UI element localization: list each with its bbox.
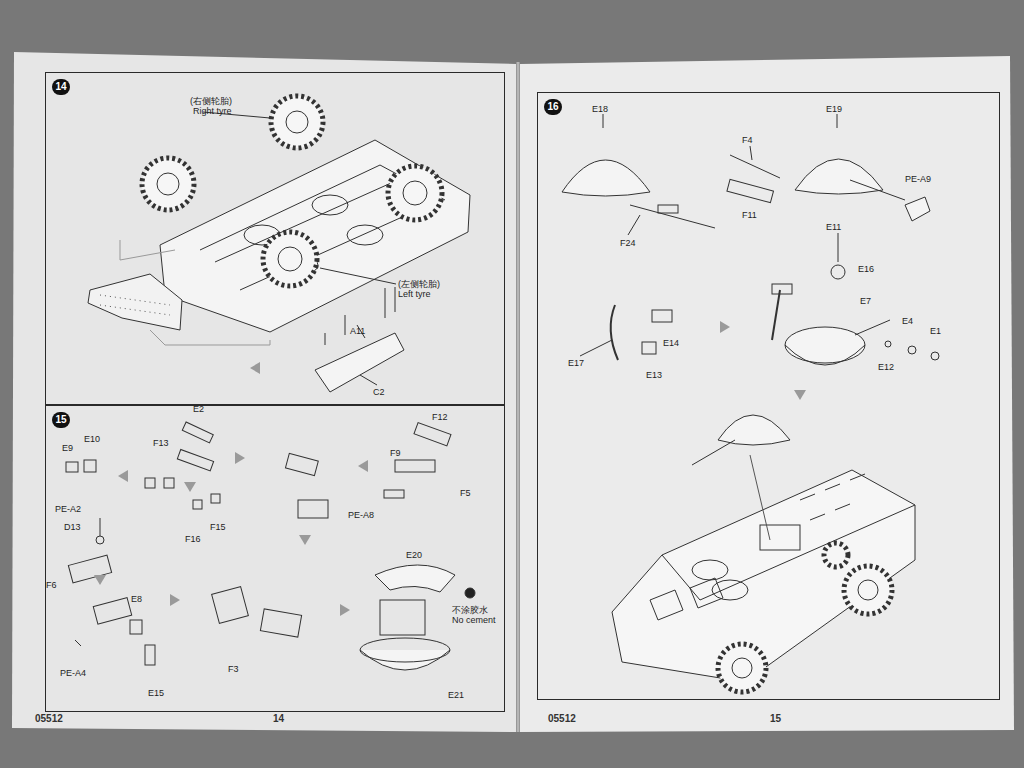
part-label: E10 [84, 434, 100, 444]
part-label: E8 [131, 594, 142, 604]
part-label: F5 [460, 488, 471, 498]
part-label: E13 [646, 370, 662, 380]
part-label: F6 [46, 580, 57, 590]
step-number: 15 [52, 412, 70, 428]
part-label: PE-A2 [55, 504, 81, 514]
part-label: E2 [193, 404, 204, 414]
step-panel: 14 [45, 72, 505, 405]
part-label: F16 [185, 534, 201, 544]
part-label: D13 [64, 522, 81, 532]
part-label: (左侧轮胎) [398, 279, 440, 289]
part-label: E14 [663, 338, 679, 348]
part-label: Right tyre [193, 106, 232, 116]
part-label: Left tyre [398, 289, 431, 299]
part-label: PE-A4 [60, 668, 86, 678]
part-label: E9 [62, 443, 73, 453]
part-label: E12 [878, 362, 894, 372]
page-footer: 05512 [548, 714, 576, 724]
part-label: E21 [448, 690, 464, 700]
part-label: F13 [153, 438, 169, 448]
part-label: E4 [902, 316, 913, 326]
part-label: C2 [373, 387, 385, 397]
part-label: No cement [452, 615, 496, 625]
part-label: (右侧轮胎) [190, 96, 232, 106]
part-label: PE-A9 [905, 174, 931, 184]
page-footer: 14 [273, 714, 284, 724]
page-footer: 05512 [35, 714, 63, 724]
step-number: 16 [544, 99, 562, 115]
part-label: E7 [860, 296, 871, 306]
part-label: E11 [826, 222, 841, 232]
step-panel: 15 [45, 405, 505, 712]
part-label: E19 [826, 104, 842, 114]
part-label: E18 [592, 104, 608, 114]
part-label: F4 [742, 135, 753, 145]
part-label: F9 [390, 448, 401, 458]
part-label: E17 [568, 358, 584, 368]
part-label: E1 [930, 326, 941, 336]
part-label: A11 [350, 326, 365, 336]
part-label: 不涂胶水 [452, 605, 488, 615]
step-number: 14 [52, 79, 70, 95]
part-label: F11 [742, 210, 757, 220]
part-label: F12 [432, 412, 448, 422]
part-label: PE-A8 [348, 510, 374, 520]
part-label: F3 [228, 664, 239, 674]
part-label: F24 [620, 238, 636, 248]
part-label: E16 [858, 264, 874, 274]
page-footer: 15 [770, 714, 781, 724]
part-label: F15 [210, 522, 226, 532]
part-label: E20 [406, 550, 422, 560]
part-label: E15 [148, 688, 164, 698]
